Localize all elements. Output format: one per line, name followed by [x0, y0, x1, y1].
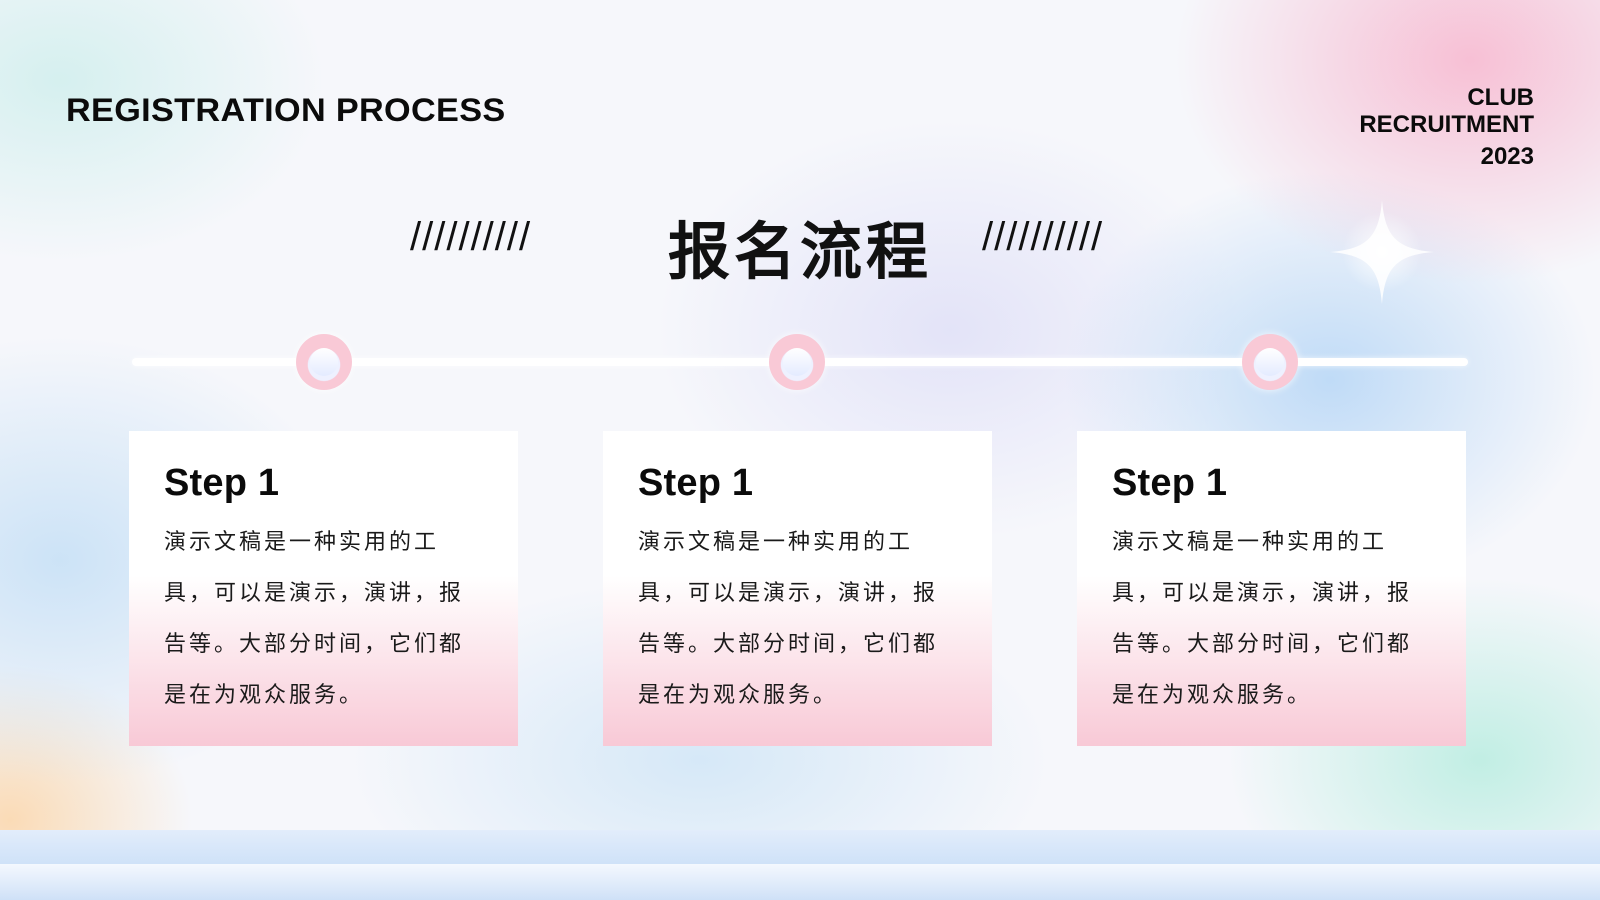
- club-badge: CLUB RECRUITMENT 2023: [1359, 84, 1534, 170]
- section-title: 报名流程: [668, 215, 933, 288]
- sparkle-icon: [1330, 200, 1434, 304]
- page-header-title: REGISTRATION PROCESS: [66, 92, 506, 128]
- step-description: 演示文稿是一种实用的工具，可以是演示，演讲，报告等。大部分时间，它们都是在为观众…: [638, 530, 939, 708]
- step-description: 演示文稿是一种实用的工具，可以是演示，演讲，报告等。大部分时间，它们都是在为观众…: [1112, 530, 1413, 708]
- left-slash-decoration: //////////: [410, 215, 532, 259]
- section-title-row: ////////// 报名流程 //////////: [0, 195, 1600, 288]
- step-title: Step 1: [638, 462, 754, 504]
- club-badge-line-1: CLUB: [1467, 84, 1534, 111]
- club-badge-year: 2023: [1480, 143, 1534, 170]
- bottom-band-upper: [0, 830, 1600, 864]
- bottom-band-lower: [0, 864, 1600, 900]
- step-card-1: Step 1 演示文稿是一种实用的工具，可以是演示，演讲，报告等。大部分时间，它…: [129, 431, 518, 746]
- step-card-2: Step 1 演示文稿是一种实用的工具，可以是演示，演讲，报告等。大部分时间，它…: [603, 431, 992, 746]
- step-card-3: Step 1 演示文稿是一种实用的工具，可以是演示，演讲，报告等。大部分时间，它…: [1077, 431, 1466, 746]
- right-slash-decoration: //////////: [982, 215, 1104, 259]
- club-badge-line-2: RECRUITMENT: [1359, 111, 1534, 138]
- timeline-marker-icon: [769, 334, 825, 390]
- step-title: Step 1: [1112, 462, 1228, 504]
- timeline-marker-icon: [1242, 334, 1298, 390]
- timeline-marker-icon: [296, 334, 352, 390]
- step-title: Step 1: [164, 462, 280, 504]
- step-description: 演示文稿是一种实用的工具，可以是演示，演讲，报告等。大部分时间，它们都是在为观众…: [164, 530, 465, 708]
